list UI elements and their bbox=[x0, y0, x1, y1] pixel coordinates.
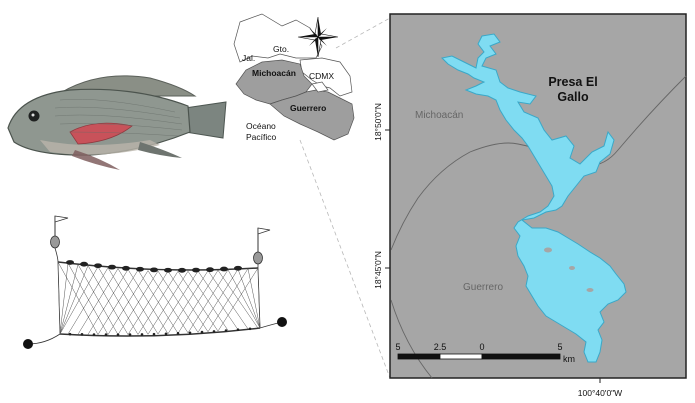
region-label-guerrero: Guerrero bbox=[463, 282, 503, 293]
gillnet-weights bbox=[23, 317, 287, 349]
lat-label-18-50: 18°50'0"N bbox=[373, 103, 383, 141]
inset-label-michoacan: Michoacán bbox=[252, 68, 296, 78]
gillnet-floats bbox=[66, 260, 252, 336]
state-border-line bbox=[390, 75, 687, 251]
zoom-connector-lines bbox=[299, 17, 391, 379]
lat-label-18-45: 18°45'0"N bbox=[373, 251, 383, 289]
scale-label-2-5: 2.5 bbox=[434, 342, 447, 352]
tilapia-fish-icon bbox=[7, 75, 227, 170]
main-map: Presa El Gallo Michoacán Guerrero 5 2.5 … bbox=[385, 13, 687, 383]
main-map-frame bbox=[389, 13, 687, 379]
guerrero-region bbox=[269, 89, 355, 141]
inset-map: Jal. Gto. Michoacán CDMX Guerrero Océano… bbox=[233, 13, 355, 142]
scale-bar: 5 2.5 0 5 km bbox=[395, 342, 575, 364]
scale-unit: km bbox=[563, 354, 575, 364]
inset-label-gto: Gto. bbox=[273, 44, 289, 54]
reservoir-water bbox=[440, 33, 627, 363]
scale-label-5-left: 5 bbox=[395, 342, 400, 352]
lon-label-100-40: 100°40'0"W bbox=[578, 388, 622, 398]
inset-label-ocean-2: Pacífico bbox=[246, 132, 277, 142]
region-label-michoacan: Michoacán bbox=[415, 110, 463, 121]
inset-label-ocean-1: Océano bbox=[246, 121, 276, 131]
map-title-line1: Presa El bbox=[548, 75, 597, 89]
scale-label-5-right: 5 bbox=[557, 342, 562, 352]
michoacan-region bbox=[235, 59, 313, 105]
inset-label-jal: Jal. bbox=[242, 53, 255, 63]
map-title-line2: Gallo bbox=[557, 90, 589, 104]
compass-rose-icon bbox=[297, 16, 339, 58]
inset-label-cdmx: CDMX bbox=[309, 71, 334, 81]
gillnet-mesh bbox=[57, 261, 261, 335]
inset-label-guerrero: Guerrero bbox=[290, 103, 326, 113]
scale-label-0: 0 bbox=[479, 342, 484, 352]
